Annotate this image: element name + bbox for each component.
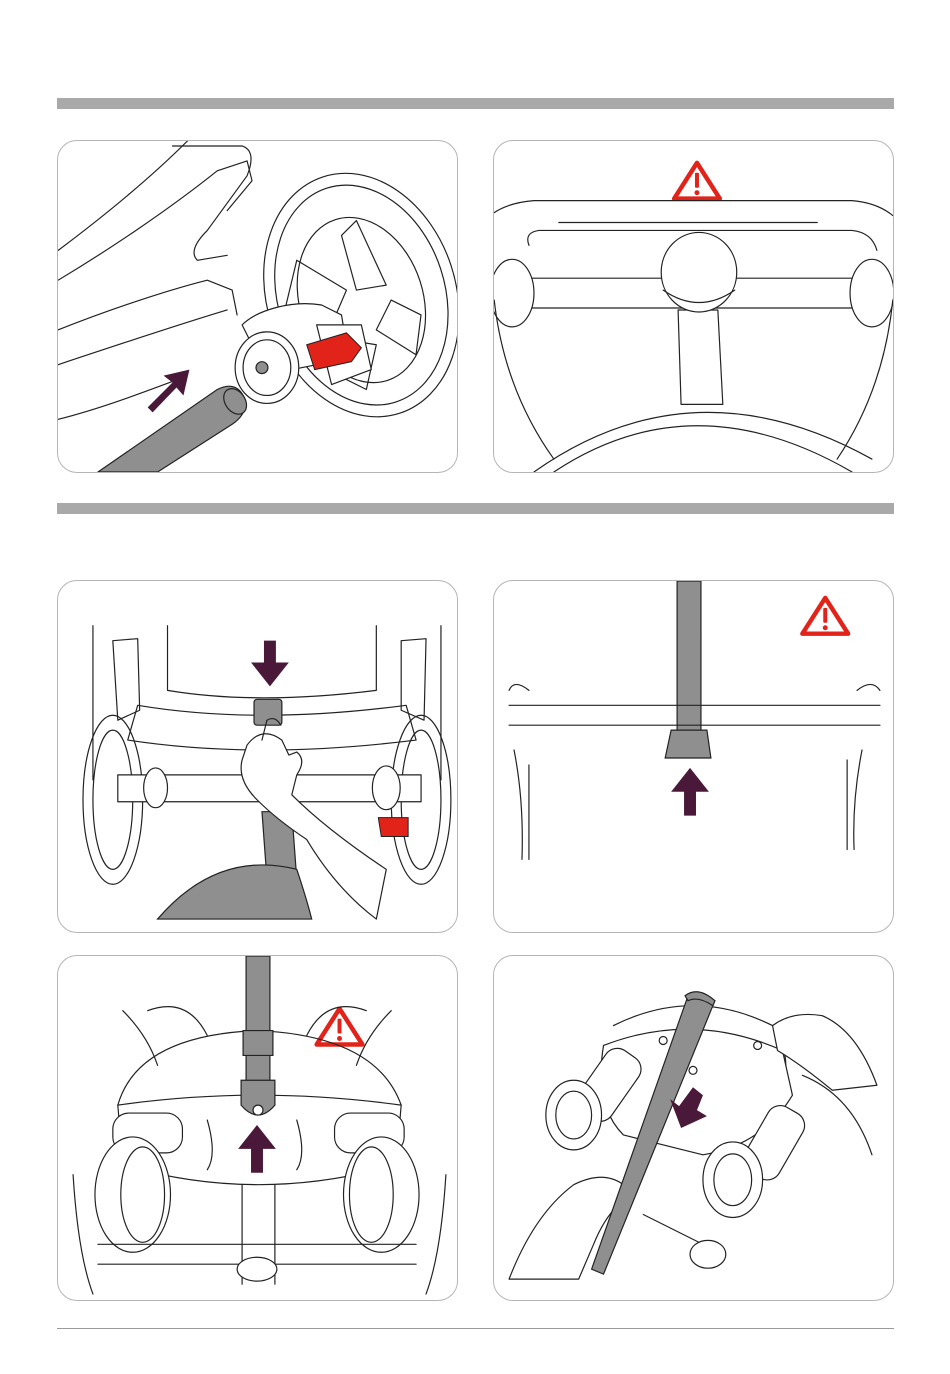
- section-header-bar-2: [57, 503, 894, 514]
- direction-arrow-icon: [148, 370, 190, 413]
- warning-triangle-icon: [674, 163, 720, 199]
- direction-arrow-icon: [251, 641, 289, 687]
- direction-arrow-icon: [238, 1125, 276, 1173]
- section-header-bar-1: [57, 98, 894, 109]
- press-release-button-illustration: [57, 580, 458, 933]
- strap-buckle-insert-illustration: [493, 580, 894, 933]
- direction-arrow-icon: [671, 768, 709, 816]
- wheel-release-button-illustration: [57, 140, 458, 473]
- warning-triangle-icon: [802, 598, 848, 634]
- strap-connector-push-up-illustration: [57, 955, 458, 1301]
- strap-pull-down-illustration: [493, 955, 894, 1301]
- footer-rule: [57, 1328, 894, 1329]
- bumper-bar-front-view: [493, 140, 894, 473]
